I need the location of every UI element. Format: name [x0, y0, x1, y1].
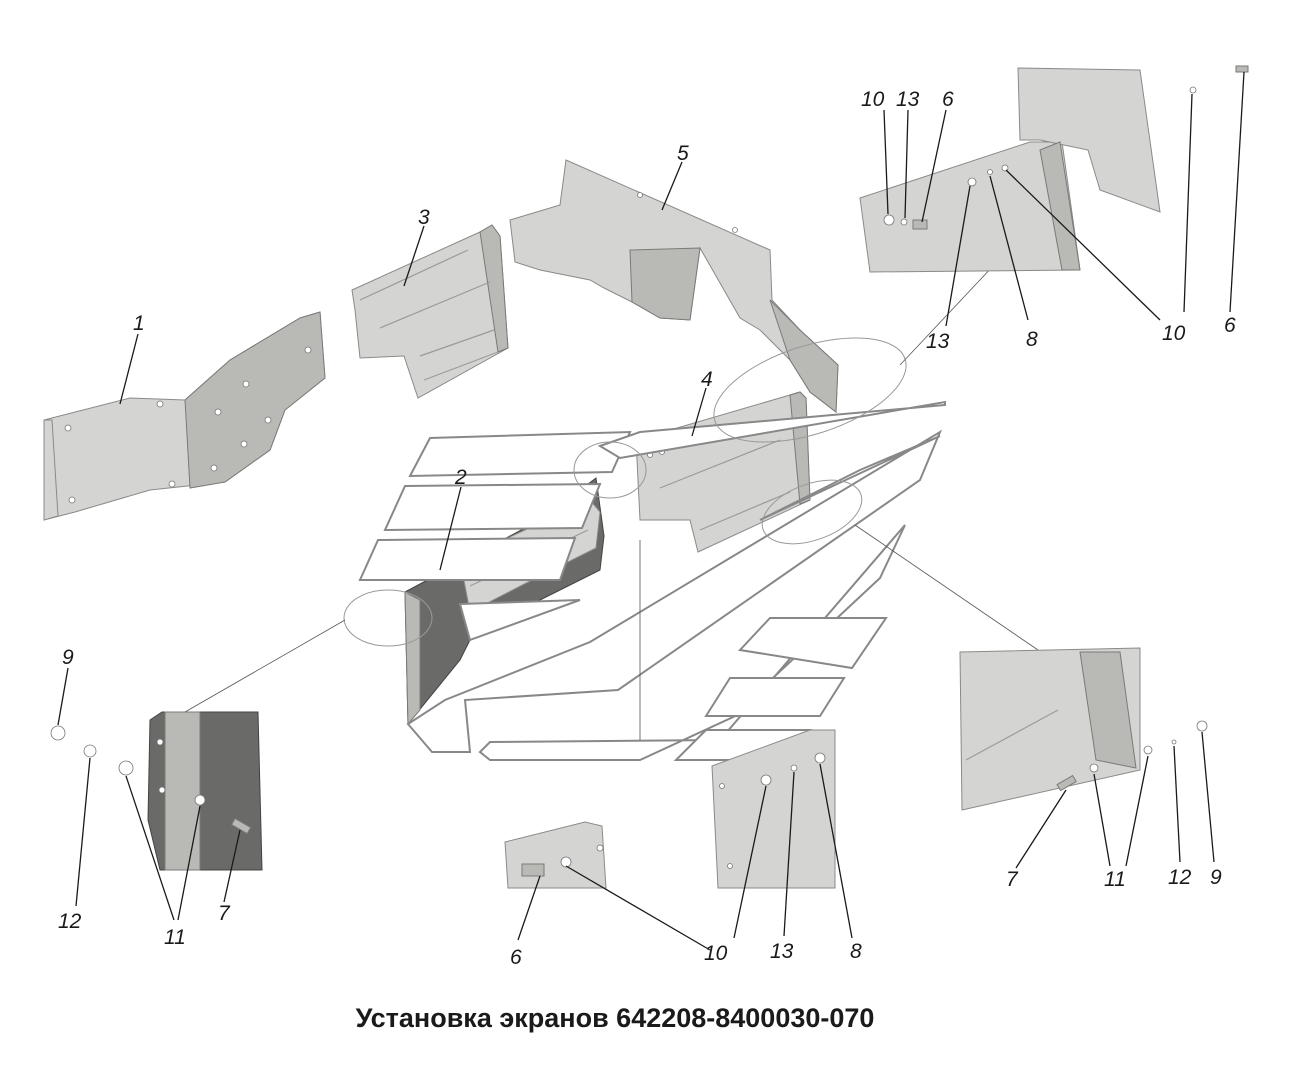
- callout-bl-7: 7: [218, 902, 231, 925]
- callout-bm-6: 6: [510, 946, 522, 969]
- callout-tr-10a: 10: [861, 88, 885, 111]
- diagram-title: Установка экранов 642208-8400030-070: [355, 1003, 875, 1033]
- callout-tr-6b: 6: [1224, 314, 1236, 337]
- callout-br-9: 9: [1210, 866, 1222, 889]
- callout-tr-13a: 13: [896, 88, 920, 111]
- leader-lines: [57, 71, 1245, 951]
- callout-2: 2: [454, 466, 467, 489]
- callout-tr-13b: 13: [926, 330, 950, 353]
- callout-bm-13: 13: [770, 940, 794, 963]
- callout-tr-10b: 10: [1162, 322, 1186, 345]
- callout-bl-11: 11: [164, 926, 186, 949]
- callout-1: 1: [133, 312, 145, 335]
- callout-4: 4: [701, 368, 713, 391]
- callout-labels: 1 2 3 4 5 10 13 6 13 8 10 10 6 9 12 11 7…: [58, 88, 1236, 969]
- callout-5: 5: [677, 142, 689, 165]
- inset-bottom-right: [959, 647, 1208, 811]
- part-3-screen: [351, 224, 509, 399]
- callout-bm-10a: 10: [704, 942, 728, 965]
- callout-br-7: 7: [1006, 868, 1019, 891]
- callout-bl-12: 12: [58, 910, 82, 933]
- inset-bottom-middle: [504, 729, 836, 889]
- callout-br-12: 12: [1168, 866, 1192, 889]
- part-5-screen: [509, 159, 839, 413]
- callout-3: 3: [418, 206, 430, 229]
- callout-bm-8: 8: [850, 940, 862, 963]
- callout-bl-9: 9: [62, 646, 74, 669]
- callout-br-11: 11: [1104, 868, 1126, 891]
- callout-tr-6a: 6: [942, 88, 954, 111]
- inset-bottom-left: [50, 711, 263, 871]
- mounting-outline: [358, 400, 946, 761]
- callout-tr-8: 8: [1026, 328, 1038, 351]
- part-1-screen: [43, 311, 326, 521]
- inset-top-right: [859, 65, 1249, 273]
